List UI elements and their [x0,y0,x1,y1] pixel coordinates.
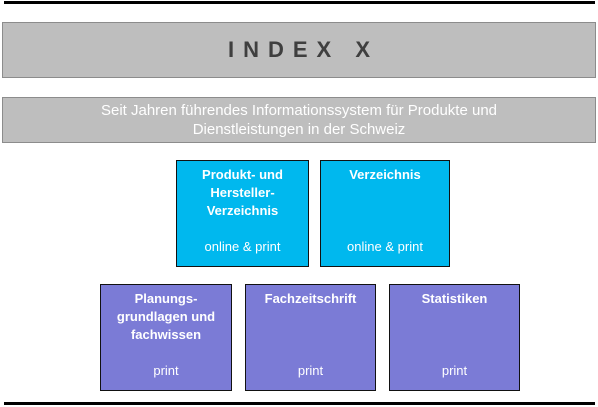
box-statistiken: Statistiken print [389,284,520,391]
box-name: Statistiken [421,291,488,306]
page-title: INDEX X [227,37,380,62]
box-name: Fachzeitschrift [264,291,357,306]
box-media: print [153,363,179,378]
box-media: online & print [347,239,423,254]
box-name: Verzeichnis [349,167,421,182]
top-rule [4,1,595,4]
box-name: Produkt- und Hersteller- Verzeichnis [202,167,283,218]
subtitle-line-1: Seit Jahren führendes Informationssystem… [100,102,498,119]
box-name: Planungs- grundlagen und fachwissen [116,291,216,342]
subtitle-line-2: Dienstleistungen in der Schweiz [192,121,406,138]
box-produkt-hersteller-verzeichnis: Produkt- und Hersteller- Verzeichnis onl… [176,160,309,267]
box-fachzeitschrift: Fachzeitschrift print [245,284,376,391]
box-planungsgrundlagen: Planungs- grundlagen und fachwissen prin… [100,284,232,391]
box-media: print [441,363,468,378]
title-banner: INDEX X [2,22,596,78]
box-media: print [297,363,324,378]
box-media: online & print [204,239,281,254]
subtitle-banner: Seit Jahren führendes Informationssystem… [2,97,596,143]
box-verzeichnis: Verzeichnis online & print [320,160,450,267]
bottom-rule [4,402,595,405]
